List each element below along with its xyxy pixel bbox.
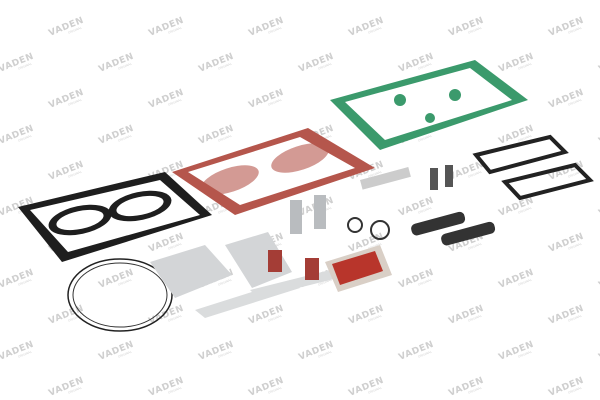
svg-text:ORIGINAL: ORIGINAL (117, 134, 132, 143)
svg-text:ORIGINAL: ORIGINAL (67, 386, 82, 395)
svg-text:ORIGINAL: ORIGINAL (567, 98, 582, 107)
svg-text:ORIGINAL: ORIGINAL (567, 242, 582, 251)
svg-text:ORIGINAL: ORIGINAL (317, 350, 332, 359)
svg-text:ORIGINAL: ORIGINAL (217, 206, 232, 215)
svg-text:ORIGINAL: ORIGINAL (267, 26, 282, 35)
svg-text:ORIGINAL: ORIGINAL (367, 314, 382, 323)
svg-text:ORIGINAL: ORIGINAL (167, 242, 182, 251)
svg-text:ORIGINAL: ORIGINAL (117, 278, 132, 287)
svg-text:ORIGINAL: ORIGINAL (417, 62, 432, 71)
red-valve-plate-gasket (172, 128, 375, 215)
svg-text:ORIGINAL: ORIGINAL (367, 242, 382, 251)
svg-text:ORIGINAL: ORIGINAL (167, 98, 182, 107)
svg-text:ORIGINAL: ORIGINAL (317, 134, 332, 143)
svg-text:ORIGINAL: ORIGINAL (467, 242, 482, 251)
svg-text:ORIGINAL: ORIGINAL (417, 134, 432, 143)
svg-text:ORIGINAL: ORIGINAL (517, 350, 532, 359)
svg-text:ORIGINAL: ORIGINAL (217, 278, 232, 287)
svg-text:ORIGINAL: ORIGINAL (517, 62, 532, 71)
black-head-gasket (18, 172, 212, 262)
svg-text:ORIGINAL: ORIGINAL (17, 134, 32, 143)
svg-text:ORIGINAL: ORIGINAL (217, 134, 232, 143)
svg-text:ORIGINAL: ORIGINAL (317, 62, 332, 71)
svg-text:ORIGINAL: ORIGINAL (267, 98, 282, 107)
svg-text:ORIGINAL: ORIGINAL (417, 278, 432, 287)
svg-text:ORIGINAL: ORIGINAL (17, 350, 32, 359)
svg-text:ORIGINAL: ORIGINAL (67, 314, 82, 323)
svg-text:ORIGINAL: ORIGINAL (117, 350, 132, 359)
svg-text:ORIGINAL: ORIGINAL (367, 26, 382, 35)
svg-text:ORIGINAL: ORIGINAL (467, 386, 482, 395)
green-cover-gasket (330, 60, 528, 150)
svg-text:ORIGINAL: ORIGINAL (567, 314, 582, 323)
svg-text:ORIGINAL: ORIGINAL (67, 170, 82, 179)
o-rings (67, 258, 173, 332)
svg-text:ORIGINAL: ORIGINAL (367, 386, 382, 395)
svg-text:ORIGINAL: ORIGINAL (167, 170, 182, 179)
svg-text:ORIGINAL: ORIGINAL (567, 386, 582, 395)
svg-text:ORIGINAL: ORIGINAL (217, 350, 232, 359)
svg-text:ORIGINAL: ORIGINAL (517, 278, 532, 287)
svg-text:ORIGINAL: ORIGINAL (517, 134, 532, 143)
svg-text:ORIGINAL: ORIGINAL (517, 206, 532, 215)
svg-text:ORIGINAL: ORIGINAL (17, 278, 32, 287)
svg-text:ORIGINAL: ORIGINAL (167, 26, 182, 35)
svg-text:ORIGINAL: ORIGINAL (467, 26, 482, 35)
svg-text:ORIGINAL: ORIGINAL (167, 386, 182, 395)
svg-text:ORIGINAL: ORIGINAL (167, 314, 182, 323)
svg-text:ORIGINAL: ORIGINAL (467, 170, 482, 179)
svg-text:ORIGINAL: ORIGINAL (17, 62, 32, 71)
svg-text:ORIGINAL: ORIGINAL (117, 62, 132, 71)
svg-text:ORIGINAL: ORIGINAL (217, 62, 232, 71)
svg-text:ORIGINAL: ORIGINAL (267, 386, 282, 395)
svg-text:ORIGINAL: ORIGINAL (567, 26, 582, 35)
svg-text:ORIGINAL: ORIGINAL (317, 278, 332, 287)
svg-text:ORIGINAL: ORIGINAL (67, 98, 82, 107)
valves-springs (268, 165, 496, 280)
svg-text:ORIGINAL: ORIGINAL (417, 350, 432, 359)
small-black-gaskets (472, 134, 594, 201)
svg-text:ORIGINAL: ORIGINAL (267, 314, 282, 323)
svg-text:ORIGINAL: ORIGINAL (417, 206, 432, 215)
grease-packet (325, 245, 392, 292)
svg-text:ORIGINAL: ORIGINAL (367, 170, 382, 179)
svg-text:ORIGINAL: ORIGINAL (67, 26, 82, 35)
svg-text:ORIGINAL: ORIGINAL (567, 170, 582, 179)
svg-text:ORIGINAL: ORIGINAL (467, 314, 482, 323)
